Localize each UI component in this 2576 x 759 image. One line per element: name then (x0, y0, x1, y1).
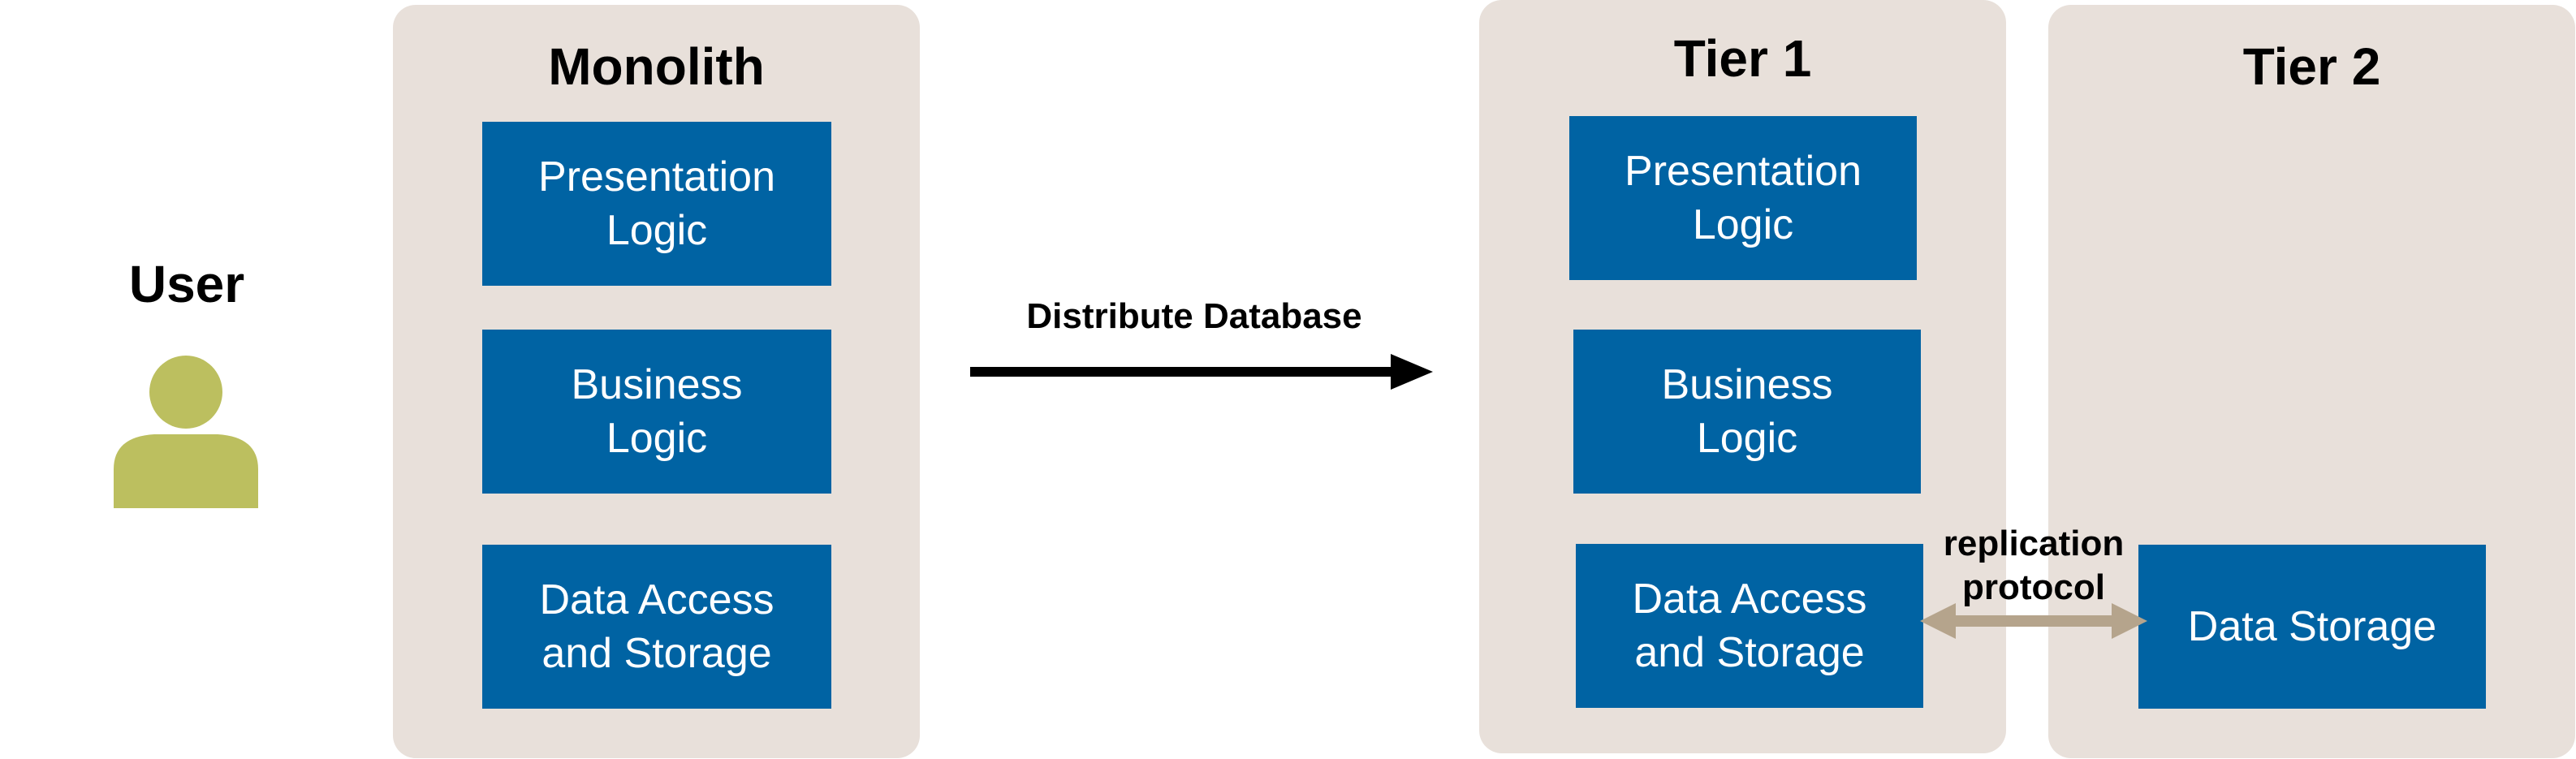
user-icon (114, 356, 258, 508)
monolith-presentation-logic-block: Presentation Logic (482, 122, 831, 286)
monolith-data-access-block: Data Access and Storage (482, 545, 831, 709)
tier1-data-access-block: Data Access and Storage (1576, 544, 1923, 708)
tier2-data-storage-block: Data Storage (2138, 545, 2486, 709)
replication-double-arrow (1920, 603, 2147, 639)
block-label: Presentation Logic (1625, 148, 1862, 248)
user-label: User (128, 255, 245, 313)
tier1-business-logic-block: Business Logic (1573, 330, 1921, 494)
tier1-title: Tier 1 (1673, 29, 1812, 88)
distribute-arrow (970, 354, 1433, 390)
block-label: Data Access and Storage (1632, 576, 1867, 676)
block-label: Data Storage (2187, 603, 2437, 650)
tier2-title: Tier 2 (2242, 37, 2381, 96)
block-label: Presentation Logic (538, 153, 775, 254)
tier1-presentation-logic-block: Presentation Logic (1569, 116, 1917, 280)
block-label: Business Logic (1661, 361, 1833, 462)
block-label: Data Access and Storage (539, 576, 775, 677)
block-label: Business Logic (571, 361, 743, 462)
monolith-business-logic-block: Business Logic (482, 330, 831, 494)
distribute-database-label: Distribute Database (1026, 296, 1362, 336)
monolith-title: Monolith (548, 37, 765, 96)
replication-protocol-label: replication protocol (1943, 524, 2125, 607)
